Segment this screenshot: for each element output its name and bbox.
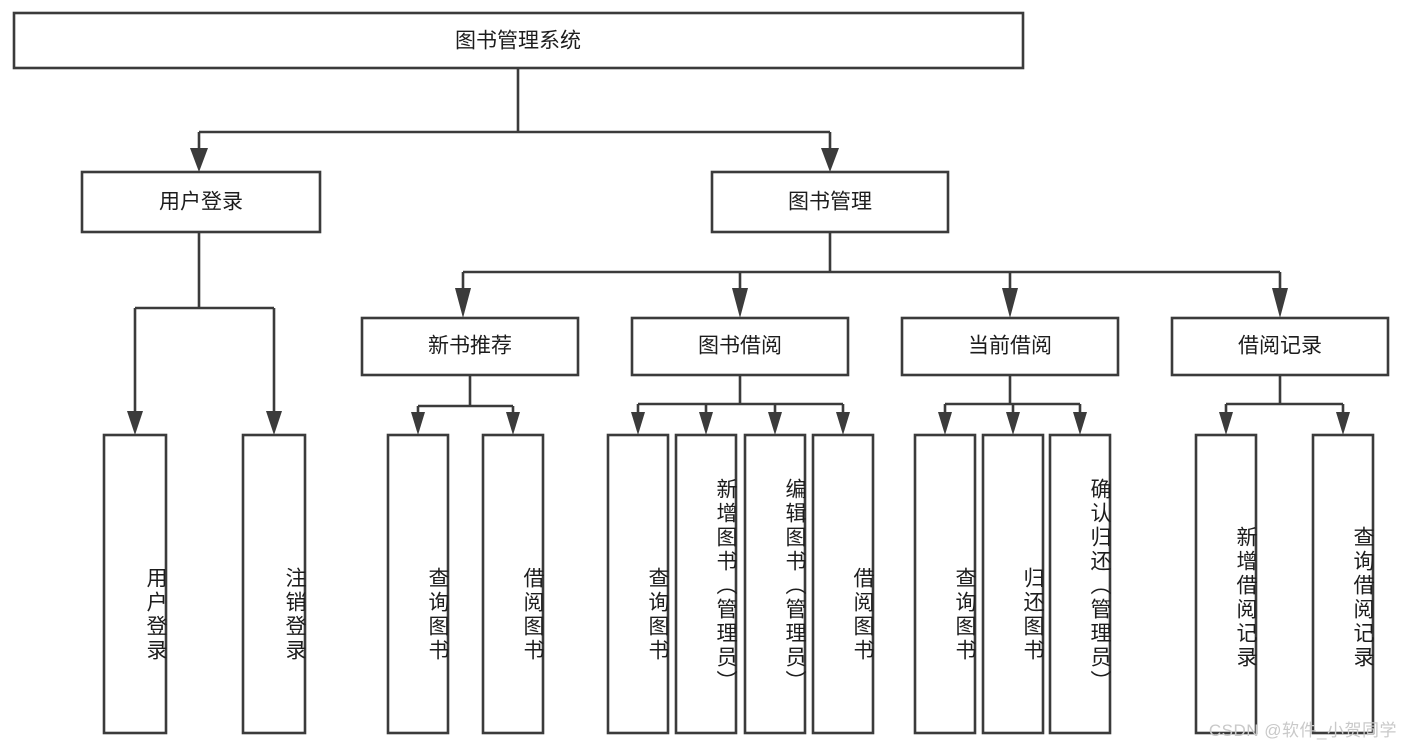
arrow-leaf-query-record	[1336, 412, 1350, 435]
arrow-leaf-add-record	[1219, 412, 1233, 435]
node-book-management-label: 图书管理	[788, 191, 872, 214]
node-current-borrow[interactable]: 当前借阅	[900, 316, 1120, 377]
node-leaf-return-book[interactable]	[981, 433, 1045, 735]
node-leaf-borrow-book-1[interactable]	[481, 433, 545, 735]
node-root-system-label: 图书管理系统	[455, 30, 581, 53]
arrow-current-borrow	[1002, 288, 1018, 318]
node-user-login[interactable]: 用户登录	[80, 170, 322, 234]
arrow-leaf-query-book-1	[411, 412, 425, 435]
node-book-borrow[interactable]: 图书借阅	[630, 316, 850, 377]
arrow-leaf-borrow-book-2	[836, 412, 850, 435]
arrow-new-book-recommend	[455, 288, 471, 318]
node-new-book-recommend-label: 新书推荐	[428, 335, 512, 358]
arrow-borrow-record	[1272, 288, 1288, 318]
node-current-borrow-label: 当前借阅	[968, 335, 1052, 358]
node-new-book-recommend[interactable]: 新书推荐	[360, 316, 580, 377]
node-book-management[interactable]: 图书管理	[710, 170, 950, 234]
arrow-leaf-query-book-3	[938, 412, 952, 435]
node-leaf-query-book-3[interactable]	[913, 433, 977, 735]
nodes-layer: 图书管理系统 用户登录 图书管理 新书推荐 图书借阅	[12, 11, 1390, 735]
edges-layer	[127, 68, 1350, 435]
node-leaf-query-book-1[interactable]	[386, 433, 450, 735]
node-leaf-add-record[interactable]	[1194, 433, 1258, 735]
node-leaf-query-record[interactable]	[1311, 433, 1375, 735]
arrow-leaf-borrow-book-1	[506, 412, 520, 435]
arrow-book-borrow	[732, 288, 748, 318]
arrow-leaf-confirm-return	[1073, 412, 1087, 435]
node-borrow-record[interactable]: 借阅记录	[1170, 316, 1390, 377]
arrow-leaf-edit-book	[768, 412, 782, 435]
node-user-login-label: 用户登录	[159, 191, 243, 214]
node-leaf-user-login[interactable]	[102, 433, 168, 735]
arrow-book-management	[821, 148, 839, 172]
node-leaf-add-book[interactable]	[674, 433, 738, 735]
node-leaf-edit-book[interactable]	[743, 433, 807, 735]
arrow-leaf-user-login	[127, 411, 143, 435]
arrow-leaf-logout-login	[266, 411, 282, 435]
node-leaf-confirm-return[interactable]	[1048, 433, 1112, 735]
node-root-system[interactable]: 图书管理系统	[12, 11, 1025, 70]
node-book-borrow-label: 图书借阅	[698, 335, 782, 358]
arrow-leaf-return-book	[1006, 412, 1020, 435]
node-borrow-record-label: 借阅记录	[1238, 335, 1322, 358]
arrow-leaf-add-book	[699, 412, 713, 435]
node-leaf-borrow-book-2[interactable]	[811, 433, 875, 735]
arrow-user-login	[190, 148, 208, 172]
arrow-leaf-query-book-2	[631, 412, 645, 435]
node-leaf-logout-login[interactable]	[241, 433, 307, 735]
node-leaf-query-book-2[interactable]	[606, 433, 670, 735]
